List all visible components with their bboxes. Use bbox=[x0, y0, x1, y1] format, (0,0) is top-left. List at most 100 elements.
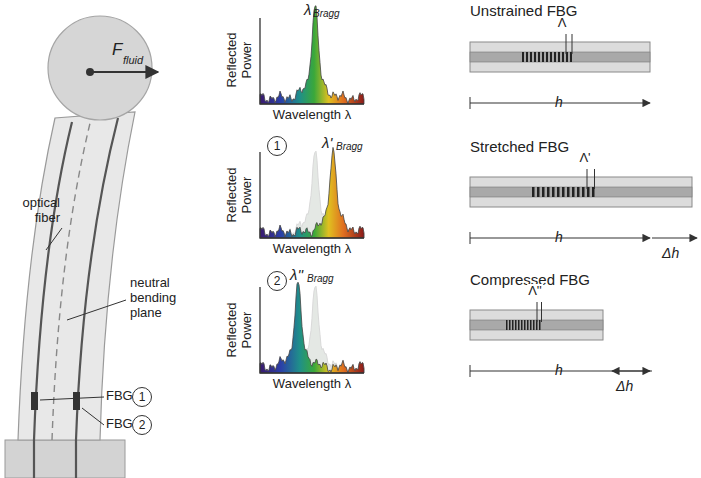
callout-number: 1 bbox=[139, 390, 146, 404]
force-arrow bbox=[90, 71, 158, 73]
grating-stripe bbox=[512, 320, 514, 330]
grating-stripe bbox=[509, 320, 511, 330]
label: Δh bbox=[616, 378, 633, 394]
grating-stripe bbox=[552, 187, 555, 197]
period-tick bbox=[566, 34, 567, 54]
grating-stripe bbox=[521, 320, 523, 330]
label: h bbox=[555, 229, 563, 245]
fiber-core bbox=[470, 52, 650, 62]
callout-number: 1 bbox=[274, 139, 281, 153]
period-tick bbox=[541, 302, 542, 322]
grating-stripe bbox=[542, 187, 545, 197]
label: Δh bbox=[662, 245, 679, 261]
grating-stripe bbox=[546, 52, 548, 62]
period-tick bbox=[594, 169, 595, 189]
leader-line bbox=[67, 300, 126, 320]
grating-stripe bbox=[515, 320, 517, 330]
axis-label: Reflected Power bbox=[225, 299, 255, 361]
label: Λ bbox=[557, 16, 568, 31]
grating-stripe bbox=[538, 52, 540, 62]
grating-stripe bbox=[518, 320, 520, 330]
label: λ'' bbox=[290, 266, 303, 283]
callout-number: 2 bbox=[139, 418, 146, 432]
grating-stripe bbox=[506, 320, 508, 330]
label: Wavelength λ bbox=[273, 242, 351, 257]
callout-circle: 2 bbox=[267, 271, 287, 291]
callout-number: 2 bbox=[274, 274, 281, 288]
base-block bbox=[5, 440, 125, 478]
grating-stripe bbox=[557, 187, 560, 197]
plot-axes bbox=[260, 287, 364, 373]
grating-stripe bbox=[547, 187, 550, 197]
grating-stripe bbox=[582, 187, 585, 197]
label: Wavelength λ bbox=[273, 377, 351, 392]
grating-stripe bbox=[530, 52, 532, 62]
label: Bragg bbox=[313, 8, 340, 20]
grating-stripe bbox=[550, 52, 552, 62]
ghost-spectrum bbox=[260, 151, 364, 238]
period-tick bbox=[572, 34, 573, 54]
label: optical fiber bbox=[4, 196, 60, 226]
grating-stripe bbox=[532, 187, 535, 197]
grating-stripe bbox=[526, 52, 528, 62]
callout-circle: 1 bbox=[267, 136, 287, 156]
grating-stripe bbox=[558, 52, 560, 62]
leader-line bbox=[82, 408, 104, 425]
fiber-cladding bbox=[470, 177, 692, 207]
reflection-spectrum bbox=[260, 6, 364, 104]
period-tick bbox=[537, 302, 538, 322]
delta-arrow bbox=[612, 370, 652, 371]
grating-stripe bbox=[562, 187, 565, 197]
grating-stripe bbox=[533, 320, 535, 330]
sphere bbox=[48, 16, 152, 120]
grating-stripe bbox=[567, 187, 570, 197]
label: Stretched FBG bbox=[470, 138, 569, 155]
label: λ' bbox=[322, 134, 332, 151]
ghost-spectrum bbox=[260, 286, 364, 373]
grating-stripe bbox=[577, 187, 580, 197]
grating-stripe bbox=[542, 52, 544, 62]
grating-stripe bbox=[554, 52, 556, 62]
callout-circle: 1 bbox=[132, 387, 152, 407]
label: fluid bbox=[123, 54, 143, 67]
label: FBG bbox=[106, 389, 133, 404]
neutral-plane-line bbox=[52, 115, 92, 440]
fiber-core bbox=[470, 187, 692, 197]
fiber-cladding bbox=[470, 42, 650, 72]
label: F bbox=[112, 40, 122, 60]
leader-line bbox=[46, 228, 62, 250]
label: Bragg bbox=[307, 273, 334, 285]
grating-stripe bbox=[572, 187, 575, 197]
grating-stripe bbox=[562, 52, 564, 62]
leader-line bbox=[40, 397, 104, 400]
label: λ bbox=[304, 1, 311, 18]
label: Λ' bbox=[578, 151, 591, 166]
label: Wavelength λ bbox=[273, 108, 351, 123]
grating-stripe bbox=[530, 320, 532, 330]
label: h bbox=[555, 362, 563, 378]
axis-label: Reflected Power bbox=[225, 164, 255, 226]
grating-stripe bbox=[534, 52, 536, 62]
fbg-marker bbox=[73, 392, 80, 410]
grating-stripe bbox=[537, 187, 540, 197]
grating-stripe bbox=[539, 320, 541, 330]
grating-stripe bbox=[522, 52, 524, 62]
callout-circle: 2 bbox=[132, 415, 152, 435]
fbg-marker bbox=[31, 392, 38, 410]
delta-arrow bbox=[652, 237, 697, 238]
optical-fiber-line bbox=[34, 122, 72, 478]
plot-axes bbox=[260, 18, 364, 104]
period-tick bbox=[587, 169, 588, 189]
label: FBG bbox=[106, 417, 133, 432]
reflection-spectrum bbox=[260, 282, 364, 373]
reflection-spectrum bbox=[260, 147, 364, 238]
grating-stripe bbox=[527, 320, 529, 330]
label: Λ'' bbox=[527, 284, 543, 299]
grating-stripe bbox=[524, 320, 526, 330]
label: h bbox=[555, 94, 563, 110]
label: neutral bending plane bbox=[130, 276, 192, 321]
plot-axes bbox=[260, 152, 364, 238]
axis-label: Reflected Power bbox=[225, 29, 255, 91]
label: Bragg bbox=[336, 141, 363, 153]
